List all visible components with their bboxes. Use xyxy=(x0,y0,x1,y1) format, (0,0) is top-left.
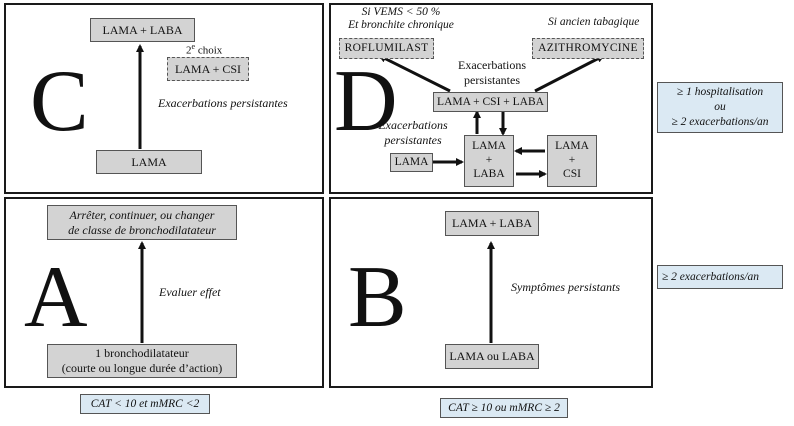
c-alt-box: LAMA + CSI xyxy=(167,57,249,81)
d-top-exac-line1: Exacerbations xyxy=(458,58,526,72)
quadrant-c-letter: C xyxy=(30,53,89,150)
d-lama-laba-line1: LAMA xyxy=(472,140,506,153)
a-top-box: Arrêter, continuer, ou changer de classe… xyxy=(47,205,237,240)
d-roflumilast-box: ROFLUMILAST xyxy=(339,38,434,59)
d-triple-box: LAMA + CSI + LABA xyxy=(433,92,548,112)
criteria-cat-high: CAT ≥ 10 ou mMRC ≥ 2 xyxy=(440,398,568,418)
b-top-box: LAMA + LABA xyxy=(445,211,539,236)
d-lama-csi-box: LAMA + CSI xyxy=(547,135,597,187)
d-lama-laba-line2: + xyxy=(485,154,493,167)
c-bottom-box: LAMA xyxy=(96,150,202,174)
d-left-exac-line2: persistantes xyxy=(384,133,442,147)
b-arrow-label: Symptômes persistants xyxy=(511,280,620,294)
c-choice-label: 2e choix xyxy=(186,42,223,57)
criteria-exacerbations-low: ≥ 2 exacerbations/an xyxy=(657,265,783,289)
d-lama-laba-line3: LABA xyxy=(473,167,505,180)
d-left-exac-line1: Exacerbations xyxy=(378,118,448,132)
a-bottom-box-line1: 1 bronchodilatateur xyxy=(95,346,189,360)
d-azithromycine-box: AZITHROMYCINE xyxy=(532,38,644,59)
d-top-exac-line2: persistantes xyxy=(464,73,520,87)
criteria-cat-low: CAT < 10 et mMRC <2 xyxy=(80,394,210,414)
c-arrow-label: Exacerbations persistantes xyxy=(158,96,288,110)
d-left-exac-label: Exacerbations persistantes xyxy=(374,118,452,148)
c-top-box: LAMA + LABA xyxy=(90,18,195,42)
d-lama-laba-box: LAMA + LABA xyxy=(464,135,514,187)
d-vems-line1: Si VEMS < 50 % xyxy=(361,6,441,18)
a-bottom-box: 1 bronchodilatateur (courte ou longue du… xyxy=(47,344,237,378)
b-bottom-box: LAMA ou LABA xyxy=(445,344,539,369)
a-top-box-line2: de classe de bronchodilatateur xyxy=(68,222,216,237)
d-vems-label: Si VEMS < 50 % Et bronchite chronique xyxy=(346,6,456,32)
d-lama-csi-line1: LAMA xyxy=(555,140,589,153)
criteria-upper-line3: ≥ 2 exacerbations/an xyxy=(671,115,769,128)
criteria-exacerbations-hospitalisation: ≥ 1 hospitalisation ou ≥ 2 exacerbations… xyxy=(657,82,783,133)
d-lama-csi-line2: + xyxy=(568,154,576,167)
d-lama-box: LAMA xyxy=(390,153,433,172)
quadrant-a-letter: A xyxy=(24,249,88,346)
d-tabagique-label: Si ancien tabagique xyxy=(548,16,640,28)
quadrant-b-letter: B xyxy=(348,249,407,346)
quadrant-d-letter: D xyxy=(334,53,398,150)
criteria-upper-line2: ou xyxy=(714,101,726,114)
criteria-upper-line1: ≥ 1 hospitalisation xyxy=(676,86,764,99)
d-arrow-to-azithromycine xyxy=(534,54,605,93)
d-top-exac-label: Exacerbations persistantes xyxy=(446,58,538,88)
d-vems-line2: Et bronchite chronique xyxy=(348,19,454,32)
a-bottom-box-line2: (courte ou longue durée d’action) xyxy=(61,361,223,375)
d-arrow-to-roflumilast xyxy=(378,54,451,93)
d-lama-csi-line3: CSI xyxy=(563,167,581,180)
a-top-box-line1: Arrêter, continuer, ou changer xyxy=(69,207,215,222)
a-arrow-label: Evaluer effet xyxy=(159,285,221,299)
